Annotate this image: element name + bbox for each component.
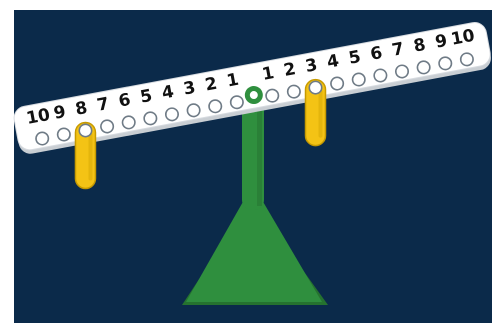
weight-hook — [79, 124, 91, 136]
weight-shade — [318, 90, 322, 138]
weight-right-3[interactable] — [305, 80, 325, 146]
pivot-pin — [250, 91, 258, 99]
weight-left-8[interactable] — [75, 122, 95, 188]
weight-shade — [88, 132, 92, 180]
pivot — [245, 86, 263, 104]
stand-post-shade — [257, 96, 262, 206]
weight-hook — [309, 81, 321, 93]
